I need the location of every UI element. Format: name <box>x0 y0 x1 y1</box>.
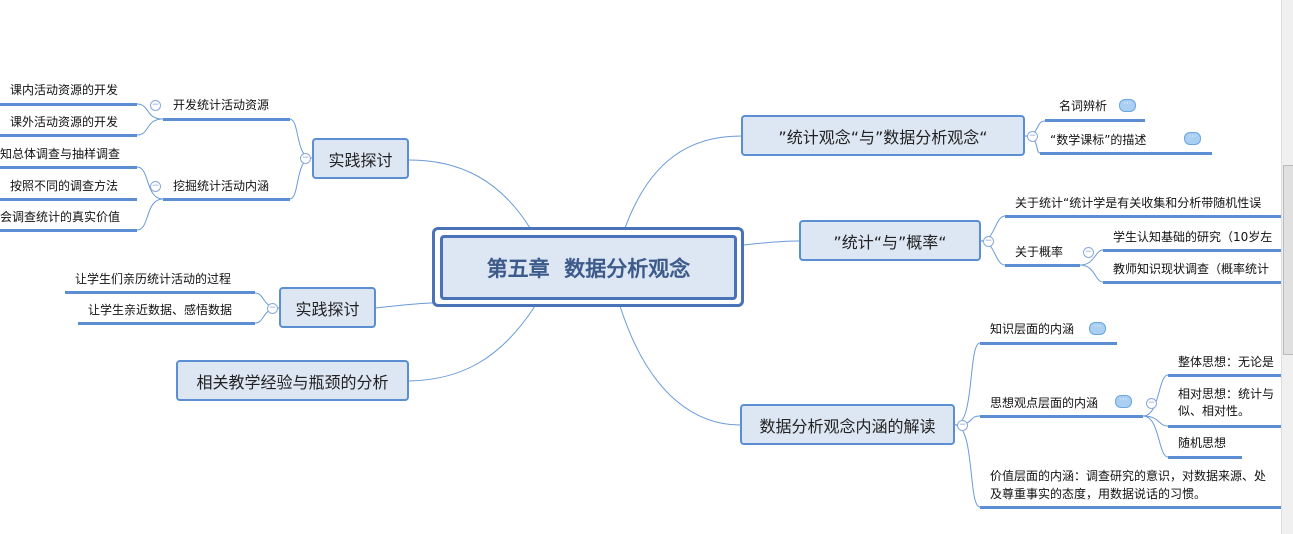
leaf[interactable]: 按照不同的调查方法 <box>10 179 119 193</box>
leaf[interactable]: 相对思想：统计与 <box>1178 387 1275 401</box>
leaf[interactable]: 让学生亲近数据、感悟数据 <box>88 303 233 317</box>
scrollbar-thumb[interactable] <box>1283 165 1293 355</box>
comment-icon[interactable]: ··· <box>1119 99 1136 112</box>
leaf[interactable]: 随机思想 <box>1178 436 1227 450</box>
collapse-icon[interactable]: − <box>1083 247 1094 258</box>
comment-icon[interactable]: ··· <box>1115 395 1132 408</box>
comment-icon[interactable]: ··· <box>1184 132 1201 145</box>
leaf[interactable]: 知识层面的内涵 <box>990 322 1075 336</box>
subtopic-explore-connotation[interactable]: 挖掘统计活动内涵 <box>173 179 270 193</box>
branch-underline <box>1168 374 1281 377</box>
subtopic-develop-resources[interactable]: 开发统计活动资源 <box>173 98 270 112</box>
branch-underline <box>0 103 137 106</box>
branch-underline <box>980 506 1281 509</box>
collapse-icon[interactable]: − <box>983 236 994 247</box>
branch-underline <box>980 342 1117 345</box>
collapse-icon[interactable]: − <box>1027 131 1038 142</box>
branch-underline <box>0 229 137 232</box>
branch-underline <box>1103 249 1281 252</box>
leaf[interactable]: 名词辨析 <box>1059 99 1108 113</box>
leaf[interactable]: 整体思想：无论是 <box>1178 355 1275 369</box>
branch-underline <box>1103 281 1281 284</box>
leaf[interactable]: 会调查统计的真实价值 <box>0 210 121 224</box>
collapse-icon[interactable]: − <box>957 420 968 431</box>
leaf[interactable]: 让学生们亲历统计活动的过程 <box>75 272 232 286</box>
branch-underline <box>163 118 290 121</box>
branch-underline <box>65 291 255 294</box>
branch-underline <box>0 166 137 169</box>
topic-statistics-and-probability[interactable]: ”统计“与”概率“ <box>799 220 981 261</box>
leaf-continued: 及尊重事实的态度，用数据说话的习惯。 <box>990 487 1207 501</box>
branch-underline <box>1045 119 1145 122</box>
central-topic[interactable]: 第五章 数据分析观念 <box>440 235 737 300</box>
collapse-icon[interactable]: − <box>150 181 161 192</box>
branch-underline <box>1168 425 1281 428</box>
topic-practice-2[interactable]: 实践探讨 <box>279 287 376 328</box>
topic-interpretation[interactable]: 数据分析观念内涵的解读 <box>740 404 955 445</box>
collapse-icon[interactable]: − <box>1146 398 1157 409</box>
branch-underline <box>1005 264 1080 267</box>
branch-underline <box>0 198 137 201</box>
branch-underline <box>1040 152 1212 155</box>
branch-underline <box>1005 215 1281 218</box>
branch-underline <box>1168 456 1242 459</box>
leaf[interactable]: 学生认知基础的研究（10岁左 <box>1113 230 1273 244</box>
subtopic-probability[interactable]: 关于概率 <box>1015 245 1064 259</box>
collapse-icon[interactable]: − <box>150 100 161 111</box>
branch-underline <box>78 322 255 325</box>
branch-underline <box>980 415 1143 418</box>
leaf[interactable]: 关于统计“统计学是有关收集和分析带随机性误 <box>1015 196 1262 210</box>
branch-underline <box>0 134 137 137</box>
collapse-icon[interactable]: − <box>267 303 278 314</box>
topic-statistics-vs-data-analysis[interactable]: ”统计观念“与”数据分析观念“ <box>741 115 1025 156</box>
subtopic-thought[interactable]: 思想观点层面的内涵 <box>990 396 1099 410</box>
leaf[interactable]: 知总体调查与抽样调查 <box>0 147 121 161</box>
leaf[interactable]: 课内活动资源的开发 <box>10 83 119 97</box>
leaf[interactable]: 课外活动资源的开发 <box>10 115 119 129</box>
topic-practice-1[interactable]: 实践探讨 <box>312 138 409 179</box>
leaf[interactable]: 价值层面的内涵：调查研究的意识，对数据来源、处 <box>990 469 1267 483</box>
branch-underline <box>163 198 290 201</box>
topic-teaching-experience[interactable]: 相关教学经验与瓶颈的分析 <box>176 360 409 401</box>
leaf-continued: 似、相对性。 <box>1178 404 1251 418</box>
collapse-icon[interactable]: − <box>300 153 311 164</box>
leaf[interactable]: 教师知识现状调查（概率统计 <box>1113 262 1270 276</box>
leaf[interactable]: “数学课标”的描述 <box>1050 133 1147 147</box>
comment-icon[interactable]: ··· <box>1089 322 1106 335</box>
